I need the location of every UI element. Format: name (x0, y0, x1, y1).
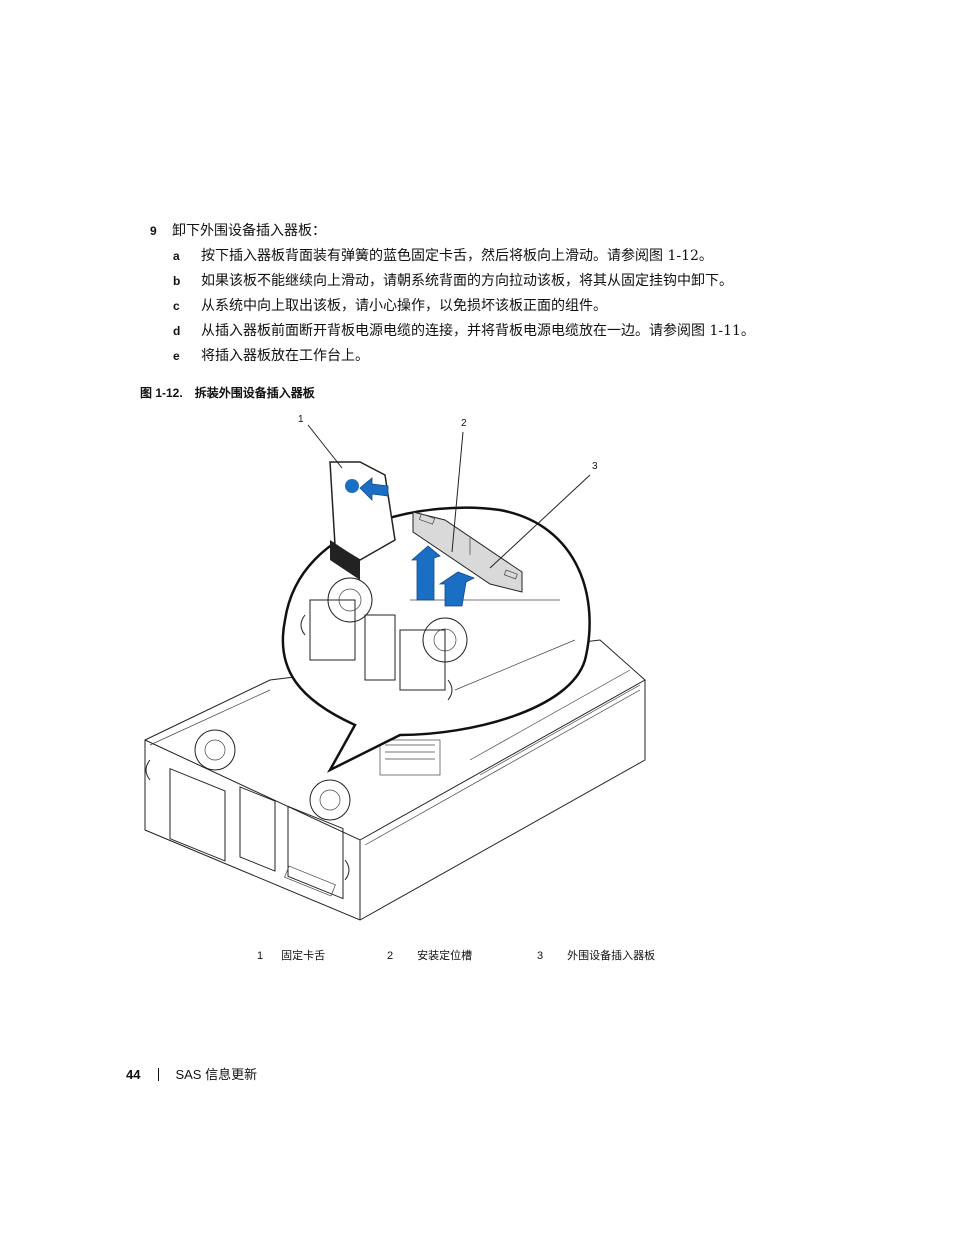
substep-letter: b (173, 274, 181, 288)
retention-tab-blue (345, 479, 359, 493)
footer-divider (158, 1068, 160, 1081)
arrow-up-icon (410, 545, 441, 601)
legend-text: 外围设备插入器板 (567, 950, 656, 962)
substep-letter: e (173, 349, 180, 363)
figure-caption: 图 1-12. 拆装外围设备插入器板 (140, 384, 315, 401)
substep-letter: a (173, 249, 180, 263)
legend-text: 固定卡舌 (281, 950, 326, 962)
substep-text: 按下插入器板背面装有弹簧的蓝色固定卡舌，然后将板向上滑动。请参阅图 1-12。 (201, 248, 713, 264)
substep-text: 从系统中向上取出该板，请小心操作，以免损坏该板正面的组件。 (201, 298, 607, 314)
legend-number: 2 (387, 950, 394, 962)
legend-item-1: 1 固定卡舌 (257, 947, 325, 963)
substep-a: a 按下插入器板背面装有弹簧的蓝色固定卡舌，然后将板向上滑动。请参阅图 1-12。 (173, 245, 713, 265)
interposer-board (412, 511, 523, 593)
direction-arrows (359, 477, 475, 607)
callout-1: 1 (298, 414, 304, 425)
arrow-up-icon (438, 571, 475, 607)
arrow-press-icon (359, 477, 389, 501)
legend-text: 安装定位槽 (417, 950, 473, 962)
callout-3: 3 (592, 461, 598, 472)
legend-item-3: 3 外围设备插入器板 (537, 947, 655, 963)
substep-c: c 从系统中向上取出该板，请小心操作，以免损坏该板正面的组件。 (173, 295, 607, 315)
substep-b: b 如果该板不能继续向上滑动，请朝系统背面的方向拉动该板，将其从固定挂钩中卸下。 (173, 270, 733, 290)
page-number: 44 (126, 1067, 141, 1082)
substep-text: 如果该板不能继续向上滑动，请朝系统背面的方向拉动该板，将其从固定挂钩中卸下。 (201, 273, 733, 289)
substep-text: 将插入器板放在工作台上。 (201, 348, 369, 364)
section-title: SAS 信息更新 (175, 1067, 258, 1082)
figure-title: 拆装外围设备插入器板 (194, 386, 315, 400)
substep-text: 从插入器板前面断开背板电源电缆的连接，并将背板电源电缆放在一边。请参阅图 1-1… (201, 323, 755, 339)
chassis (144, 639, 646, 921)
substep-letter: c (173, 299, 180, 313)
step-text: 卸下外围设备插入器板： (172, 223, 326, 239)
figure-label: 图 1-12. (140, 386, 183, 400)
callout-leaders (307, 424, 591, 569)
page-footer: 44 SAS 信息更新 (126, 1064, 257, 1083)
legend-item-2: 2 安装定位槽 (387, 947, 472, 963)
step-9: 9 卸下外围设备插入器板： (150, 220, 326, 240)
substep-e: e 将插入器板放在工作台上。 (173, 345, 369, 365)
substep-d: d 从插入器板前面断开背板电源电缆的连接，并将背板电源电缆放在一边。请参阅图 1-… (173, 320, 755, 340)
substep-letter: d (173, 324, 181, 338)
callout-2: 2 (461, 418, 467, 429)
legend-number: 3 (537, 950, 544, 962)
step-number: 9 (150, 224, 157, 238)
legend-number: 1 (257, 950, 264, 962)
